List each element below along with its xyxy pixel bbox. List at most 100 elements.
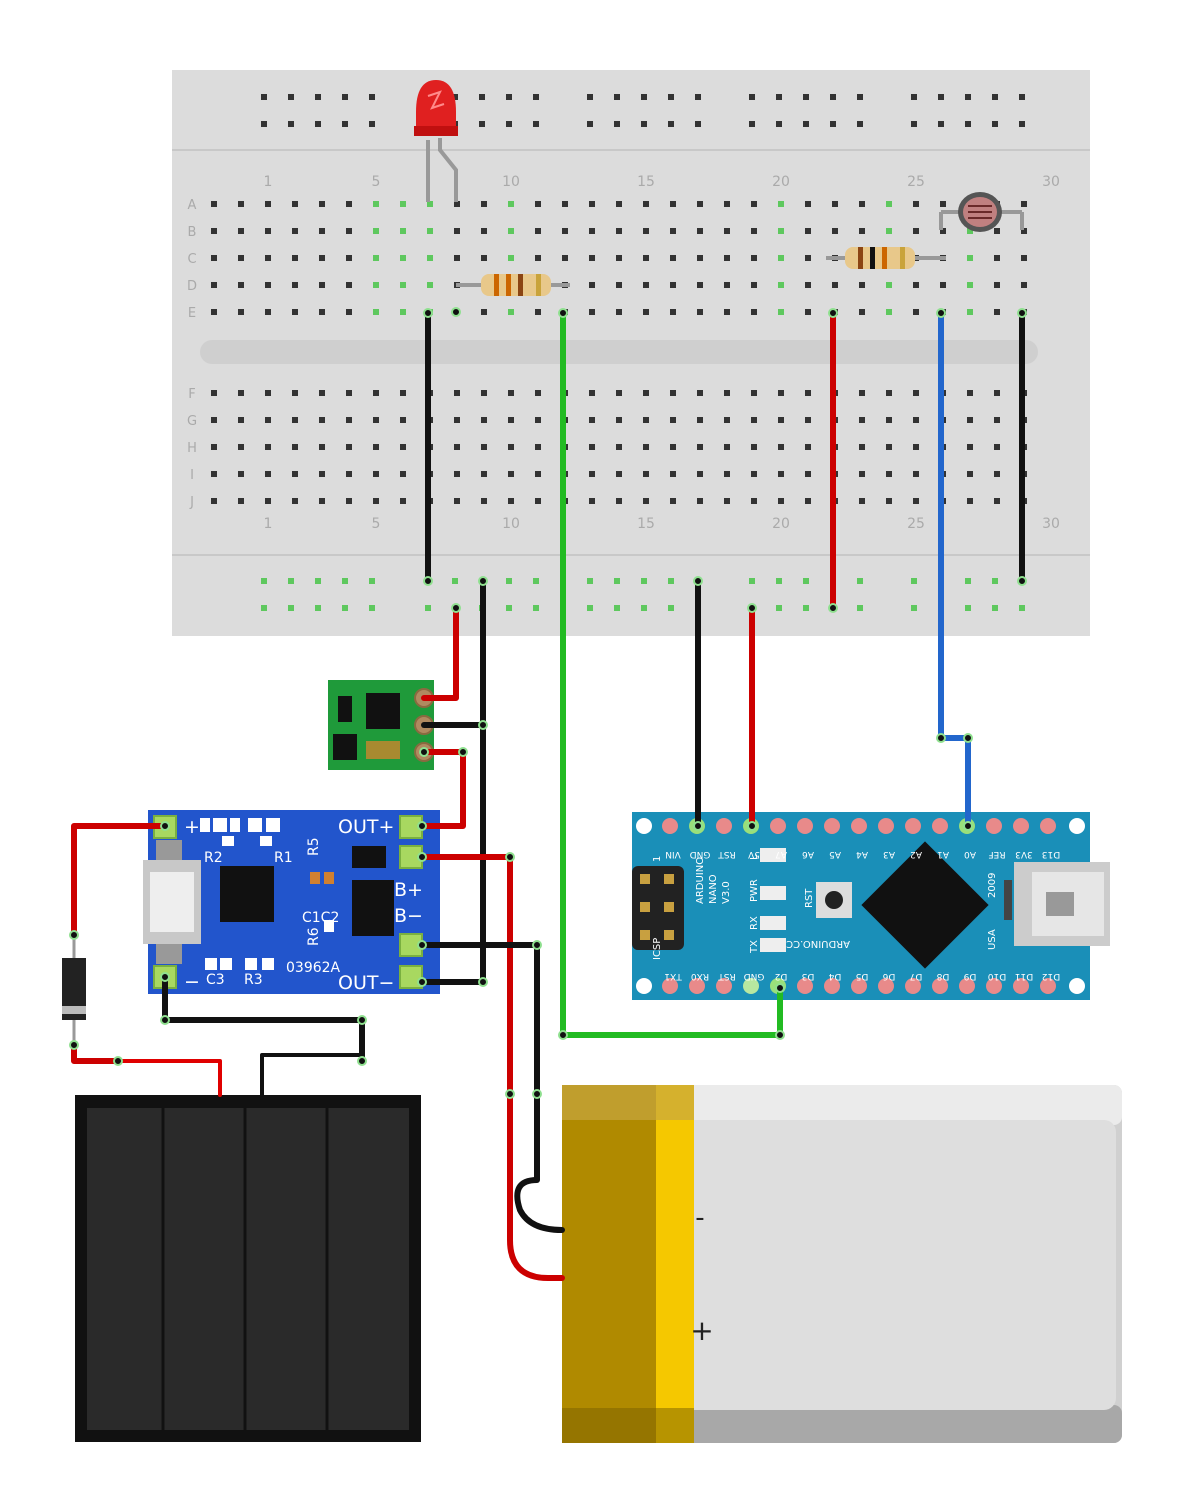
lipo-battery: - + — [562, 1085, 1122, 1443]
breadboard-hole — [643, 201, 649, 207]
charger-code-label: 03962A — [286, 960, 341, 976]
resistor-band — [882, 247, 887, 269]
breadboard-hole — [670, 498, 676, 504]
breadboard-hole — [913, 228, 919, 234]
resistor-band — [900, 247, 905, 269]
wire-endpoint — [451, 603, 461, 613]
rail-hole — [369, 121, 375, 127]
breadboard-hole — [292, 282, 298, 288]
breadboard-hole — [238, 201, 244, 207]
breadboard-hole — [211, 444, 217, 450]
breadboard-hole — [670, 390, 676, 396]
breadboard-hole — [859, 417, 865, 423]
breadboard-hole — [913, 201, 919, 207]
breadboard-hole — [751, 201, 757, 207]
battery-yellow-band — [656, 1085, 694, 1443]
led-die — [427, 90, 445, 110]
breadboard-hole — [319, 255, 325, 261]
rail-hole — [776, 121, 782, 127]
breadboard-hole — [508, 471, 514, 477]
boost-capacitor — [366, 741, 400, 759]
wire-endpoint — [423, 308, 433, 318]
breadboard-hole — [670, 282, 676, 288]
breadboard-hole — [751, 417, 757, 423]
icsp-pin — [640, 874, 650, 884]
wire-charger-out — [419, 749, 466, 829]
breadboard-hole — [535, 498, 541, 504]
column-label: 20 — [772, 516, 790, 532]
breadboard-hole — [778, 444, 784, 450]
wire-endpoint — [423, 576, 433, 586]
breadboard-hole — [238, 228, 244, 234]
breadboard-hole — [859, 471, 865, 477]
rail-hole — [315, 578, 321, 584]
breadboard-hole — [913, 309, 919, 315]
breadboard-hole — [562, 228, 568, 234]
nano-pin-label: A7 — [775, 849, 787, 859]
wire-endpoint — [505, 852, 515, 862]
breadboard-hole — [994, 255, 1000, 261]
connection-nodes — [69, 307, 1027, 1099]
column-labels-top: 1 5 10 15 20 25 30 — [264, 174, 1060, 190]
nano-pin — [1013, 818, 1029, 834]
breadboard-hole — [805, 228, 811, 234]
breadboard-hole — [535, 390, 541, 396]
breadboard-hole — [292, 498, 298, 504]
breadboard-hole — [805, 417, 811, 423]
row-label: H — [187, 441, 197, 456]
breadboard-hole — [292, 444, 298, 450]
breadboard-hole — [319, 417, 325, 423]
breadboard-hole — [778, 282, 784, 288]
breadboard-hole — [481, 444, 487, 450]
row-label: D — [187, 279, 197, 294]
rail-hole — [261, 578, 267, 584]
breadboard-hole — [400, 390, 406, 396]
breadboard-hole — [994, 471, 1000, 477]
rail-hole — [614, 94, 620, 100]
wire-endpoint — [478, 576, 488, 586]
rail-hole — [992, 94, 998, 100]
icsp-pin — [664, 902, 674, 912]
charger-b-minus-label: B− — [394, 905, 423, 927]
breadboard-hole — [697, 255, 703, 261]
nano-pin — [878, 818, 894, 834]
nano-led-tx-label: TX — [749, 940, 760, 954]
nano-pin — [716, 818, 732, 834]
rail-hole — [857, 94, 863, 100]
mosfet — [352, 846, 386, 868]
nano-led-rx-label: RX — [749, 916, 760, 930]
breadboard-hole — [373, 228, 379, 234]
breadboard-hole — [805, 201, 811, 207]
rail-hole — [641, 578, 647, 584]
breadboard-hole — [319, 282, 325, 288]
nano-pin — [689, 978, 705, 994]
breadboard-hole — [724, 228, 730, 234]
breadboard-hole — [400, 309, 406, 315]
smd-pad — [222, 836, 234, 846]
nano-pin-label: TX1 — [664, 971, 682, 981]
row-label: J — [189, 495, 194, 510]
boost-inductor — [333, 734, 357, 760]
row-labels-left: A B C D E F G H I J — [187, 198, 197, 510]
breadboard-hole — [616, 444, 622, 450]
breadboard-hole — [481, 471, 487, 477]
icsp-pin — [640, 930, 650, 940]
breadboard-hole — [373, 255, 379, 261]
wire-charger-gnd — [162, 974, 365, 1064]
breadboard-hole — [967, 417, 973, 423]
rail-hole — [776, 605, 782, 611]
rail-hole — [992, 578, 998, 584]
breadboard-hole — [886, 444, 892, 450]
nano-pin — [743, 978, 759, 994]
icsp-pin — [664, 930, 674, 940]
breadboard-hole — [265, 444, 271, 450]
breadboard-hole — [670, 228, 676, 234]
breadboard-hole — [724, 471, 730, 477]
smd-pad — [266, 818, 280, 832]
breadboard-hole — [292, 390, 298, 396]
rail-hole — [776, 94, 782, 100]
rail-hole — [315, 94, 321, 100]
breadboard-hole — [805, 255, 811, 261]
breadboard-hole — [643, 498, 649, 504]
